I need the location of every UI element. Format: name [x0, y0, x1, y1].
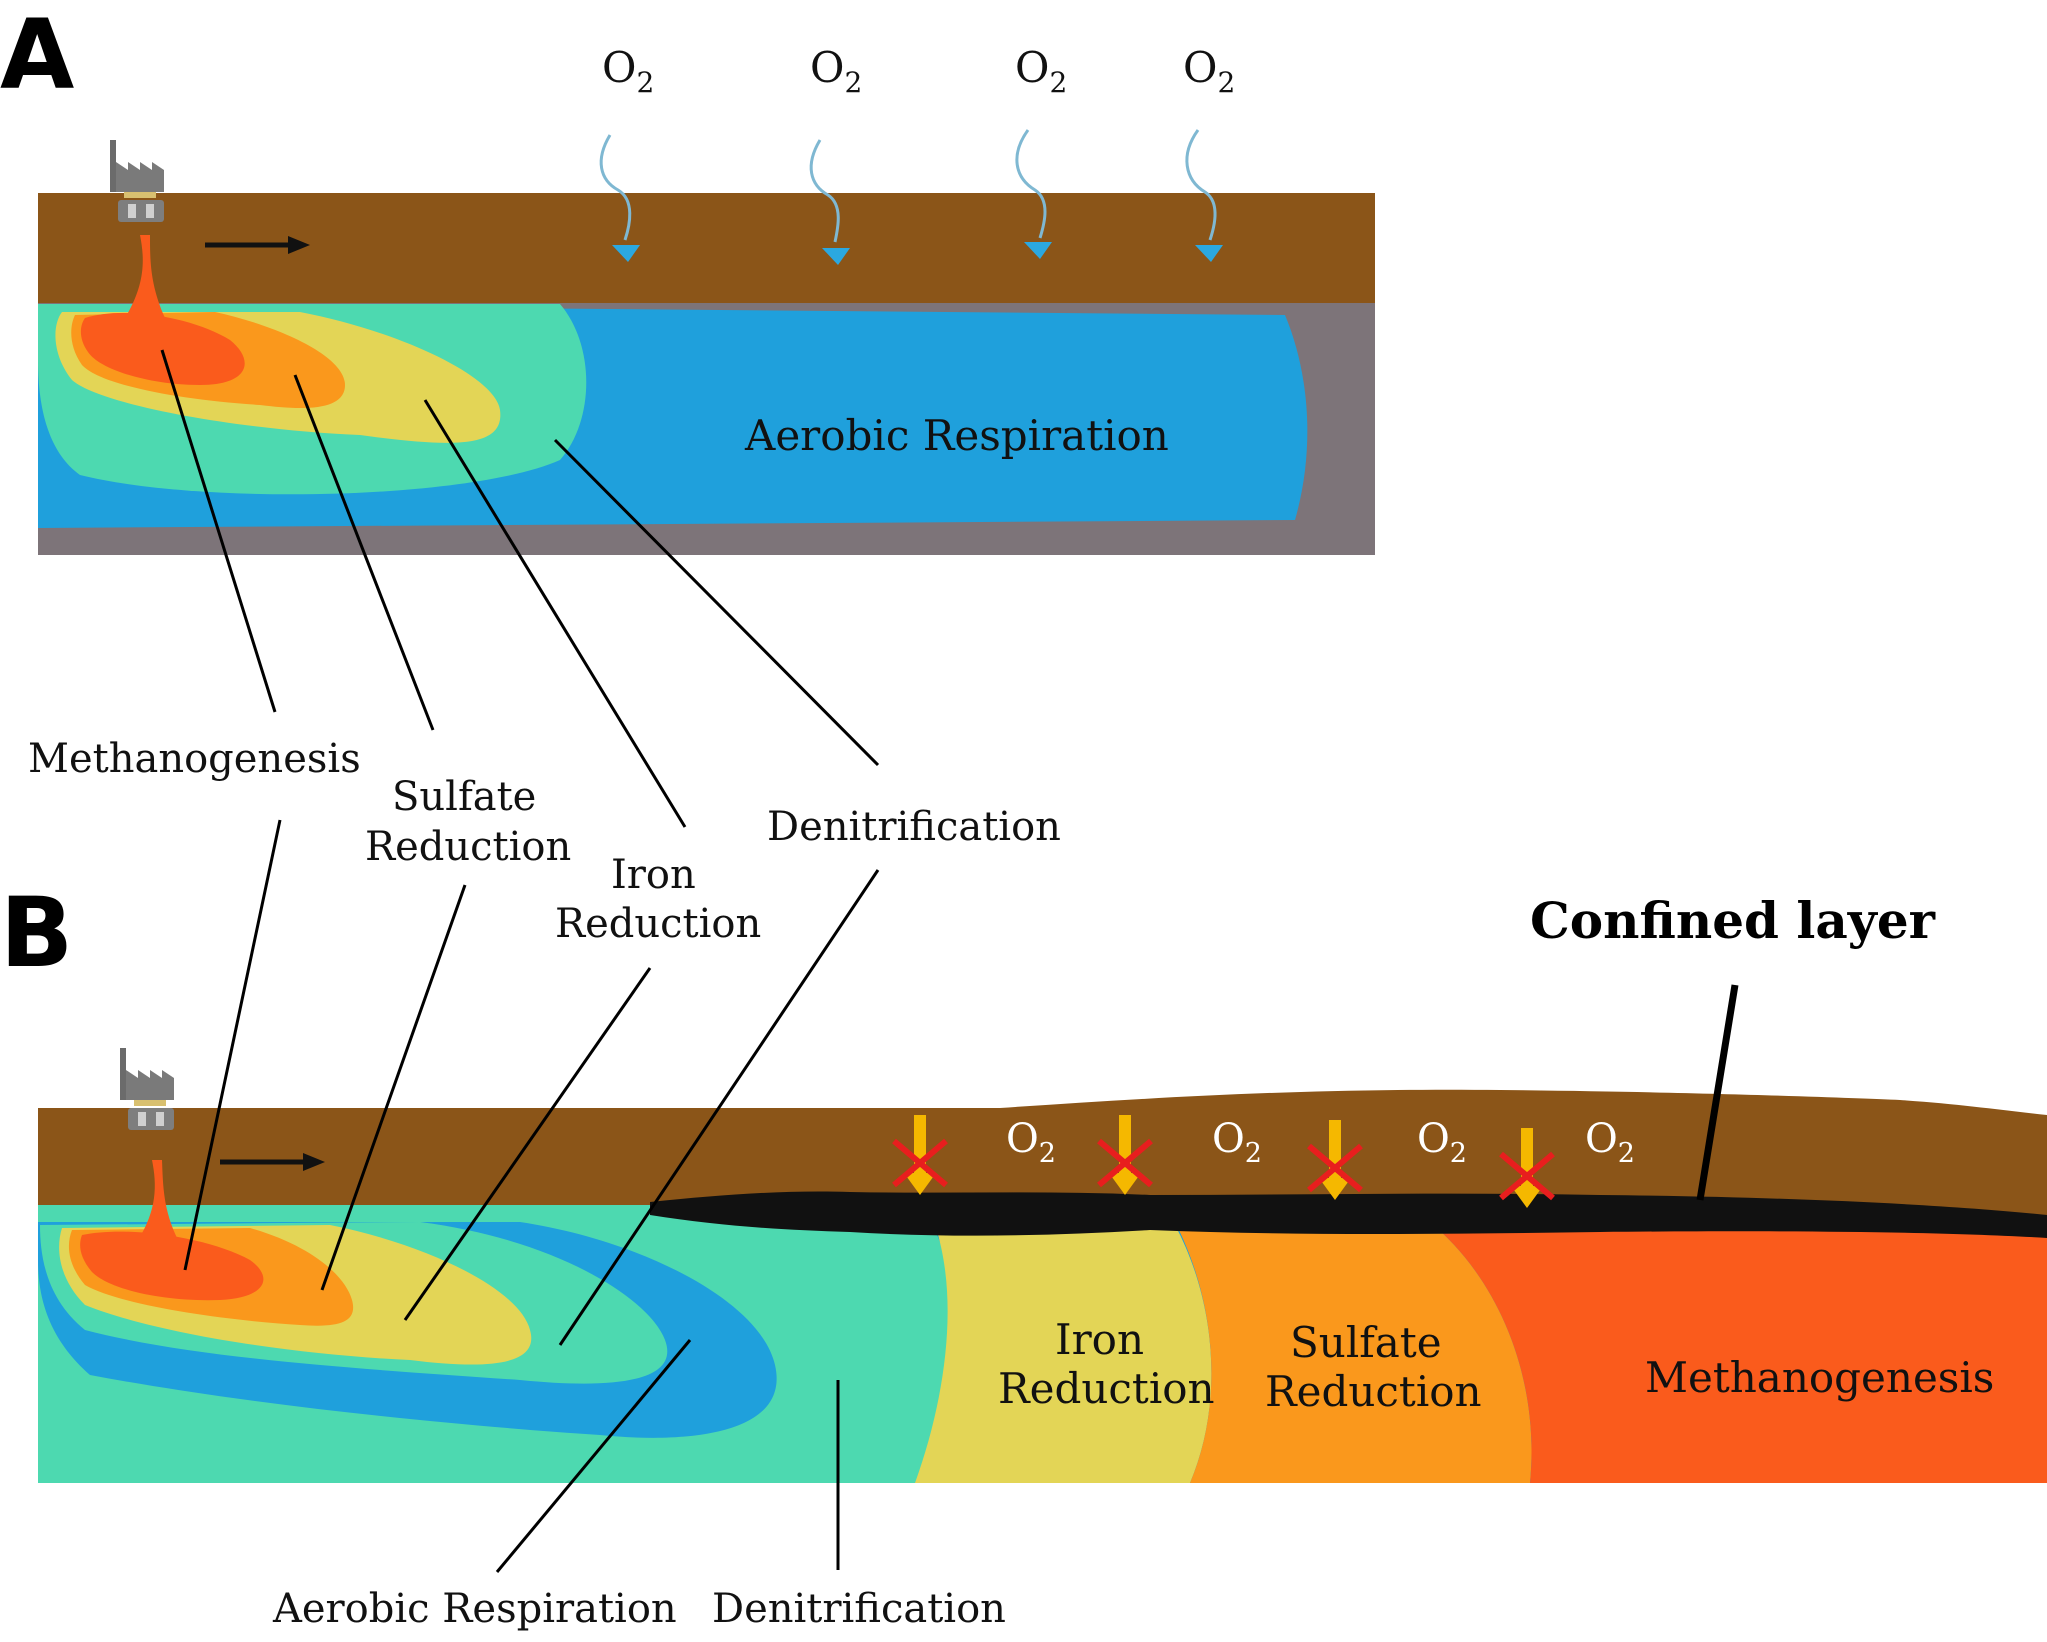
confined-layer-pointer	[1696, 984, 1739, 1201]
factory-icon	[120, 1048, 174, 1130]
label-b-iron-reduction-line1: Iron	[1055, 1315, 1144, 1364]
flow-arrow-b	[220, 1153, 325, 1171]
panel-a-source-plume	[125, 235, 165, 318]
shared-labels: Methanogenesis Sulfate Reduction Iron Re…	[28, 736, 1061, 947]
o2-label-b3: O2	[1417, 1116, 1467, 1169]
blocked-oxygen-arrow	[1097, 1115, 1153, 1195]
o2-label-a1: O2	[602, 43, 654, 99]
blocked-oxygen-arrow	[1499, 1128, 1555, 1208]
blocked-oxygen-arrow	[1307, 1120, 1363, 1200]
label-sulfate-reduction-line1: Sulfate	[392, 774, 536, 820]
o2-label-b4: O2	[1585, 1116, 1635, 1169]
label-b-methanogenesis: Methanogenesis	[1645, 1353, 1994, 1402]
svg-text:O2: O2	[1006, 1116, 1056, 1169]
flow-arrow-a	[205, 236, 310, 254]
svg-text:O2: O2	[1183, 43, 1235, 99]
panel-b-zone-methanogenesis	[1430, 1222, 2047, 1483]
label-b-denitrification: Denitrification	[712, 1586, 1006, 1632]
panel-b-zone-sulfate	[1175, 1222, 1532, 1483]
label-b-sulfate-reduction-line2: Reduction	[1265, 1367, 1482, 1416]
svg-text:O2: O2	[1585, 1116, 1635, 1169]
label-b-sulfate-reduction-line1: Sulfate	[1290, 1318, 1442, 1367]
o2-label-b1: O2	[1006, 1116, 1056, 1169]
svg-text:O2: O2	[1417, 1116, 1467, 1169]
factory-icon	[110, 140, 164, 222]
panel-b-zone-iron	[915, 1225, 1212, 1483]
svg-text:O2: O2	[602, 43, 654, 99]
confined-layer	[650, 1191, 2047, 1238]
label-confined-layer: Confined layer	[1530, 891, 1936, 950]
panel-b-letter: B	[0, 877, 73, 989]
blocked-oxygen-arrow	[892, 1115, 948, 1195]
water-infiltration-arrow	[809, 139, 850, 265]
label-b-iron-reduction-line2: Reduction	[998, 1364, 1215, 1413]
panel-b: B	[0, 877, 2047, 1632]
o2-label-a3: O2	[1015, 43, 1067, 99]
panel-b-zone-methanogenesis-inner	[80, 1231, 264, 1301]
o2-label-a4: O2	[1183, 43, 1235, 99]
svg-text:O2: O2	[1212, 1116, 1262, 1169]
label-iron-reduction-line1: Iron	[611, 852, 696, 898]
label-a-aerobic-respiration: Aerobic Respiration	[744, 411, 1169, 460]
panel-a-letter: A	[0, 0, 74, 111]
o2-label-b2: O2	[1212, 1116, 1262, 1169]
panel-a-soil	[38, 193, 1375, 303]
label-methanogenesis: Methanogenesis	[28, 736, 361, 782]
panel-a-zone-methanogenesis	[80, 312, 245, 385]
label-sulfate-reduction-line2: Reduction	[365, 824, 571, 870]
panel-a: A O2 O2	[0, 0, 1375, 555]
svg-text:O2: O2	[1015, 43, 1067, 99]
label-iron-reduction-line2: Reduction	[555, 901, 761, 947]
label-denitrification: Denitrification	[767, 804, 1061, 850]
o2-label-a2: O2	[810, 43, 862, 99]
leader-lines-a	[160, 349, 880, 828]
label-b-aerobic-respiration: Aerobic Respiration	[272, 1586, 677, 1632]
water-infiltration-arrow	[1015, 129, 1052, 259]
svg-text:O2: O2	[810, 43, 862, 99]
water-infiltration-arrow	[599, 134, 640, 262]
water-infiltration-arrow	[1185, 129, 1223, 262]
leader-lines-b	[183, 819, 880, 1573]
panel-b-source-plume	[138, 1160, 178, 1240]
